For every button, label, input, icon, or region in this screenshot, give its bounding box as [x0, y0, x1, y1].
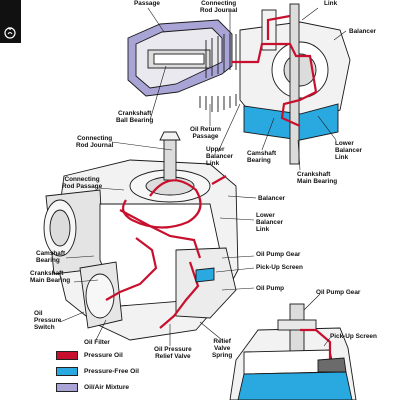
label-main-connecting-rod-passage: Connecting Rod Passage: [62, 176, 103, 190]
label-main-connecting-rod-journal: Connecting Rod Journal: [76, 135, 114, 149]
label-passage: Passage: [134, 0, 160, 7]
label-main-balancer: Balancer: [258, 195, 285, 202]
pressure-oil-swatch: [56, 350, 78, 360]
label-top-crankshaft-main-bearing: Crankshaft Main Bearing: [297, 171, 338, 185]
leader-lines: [59, 7, 347, 347]
label-top-connecting-rod-journal: Connecting Rod Journal: [200, 0, 238, 14]
label-main-oil-filter: Oil Filter: [84, 339, 110, 346]
legend-label: Pressure-Free Oil: [84, 367, 139, 375]
legend-item-pressure-free-oil: Pressure-Free Oil: [56, 366, 139, 376]
top-section-view: [127, 3, 351, 165]
label-main-relief-valve-spring: Relief Valve Spring: [212, 338, 233, 359]
label-main-camshaft-bearing: Camshaft Bearing: [36, 250, 66, 264]
legend-item-oil-air-mixture: Oil/Air Mixture: [56, 382, 129, 392]
corner-tab: [0, 0, 21, 43]
label-main-oil-pump-gear: Oil Pump Gear: [256, 251, 301, 258]
legend-label: Pressure Oil: [84, 351, 123, 359]
label-detail-oil-pump-gear: Oil Pump Gear: [316, 289, 361, 296]
label-top-balancer: Balancer: [349, 28, 376, 35]
label-top-camshaft-bearing: Camshaft Bearing: [247, 150, 277, 164]
detail-view: [229, 303, 357, 400]
pressure-free-oil-swatch: [56, 366, 78, 376]
label-main-oil-pressure-switch: Oil Pressure Switch: [34, 310, 62, 331]
label-main-oil-pump: Oil Pump: [256, 285, 285, 292]
label-detail-pick-up-screen: Pick-Up Screen: [330, 333, 377, 340]
main-engine-view: [43, 131, 239, 341]
oil-drop-icon: [4, 27, 16, 39]
label-main-oil-pressure-relief-valve: Oil Pressure Relief Valve: [154, 346, 192, 360]
oil-air-mixture-swatch: [56, 382, 78, 392]
label-top-upper-balancer-link: Upper Balancer Link: [206, 146, 233, 167]
label-main-pick-up-screen: Pick-Up Screen: [256, 264, 303, 271]
label-top-crankshaft-ball-bearing: Crankshaft Ball Bearing: [116, 110, 154, 124]
legend-label: Oil/Air Mixture: [84, 383, 130, 391]
label-main-lower-balancer-link: Lower Balancer Link: [256, 212, 283, 233]
label-top-lower-balancer-link: Lower Balancer Link: [335, 140, 362, 161]
legend-item-pressure-oil: Pressure Oil: [56, 350, 123, 360]
label-top-link: Link: [324, 0, 338, 7]
label-top-oil-return-passage: Oil Return Passage: [190, 126, 221, 140]
label-main-crankshaft-main-bearing: Crankshaft Main Bearing: [30, 270, 71, 284]
